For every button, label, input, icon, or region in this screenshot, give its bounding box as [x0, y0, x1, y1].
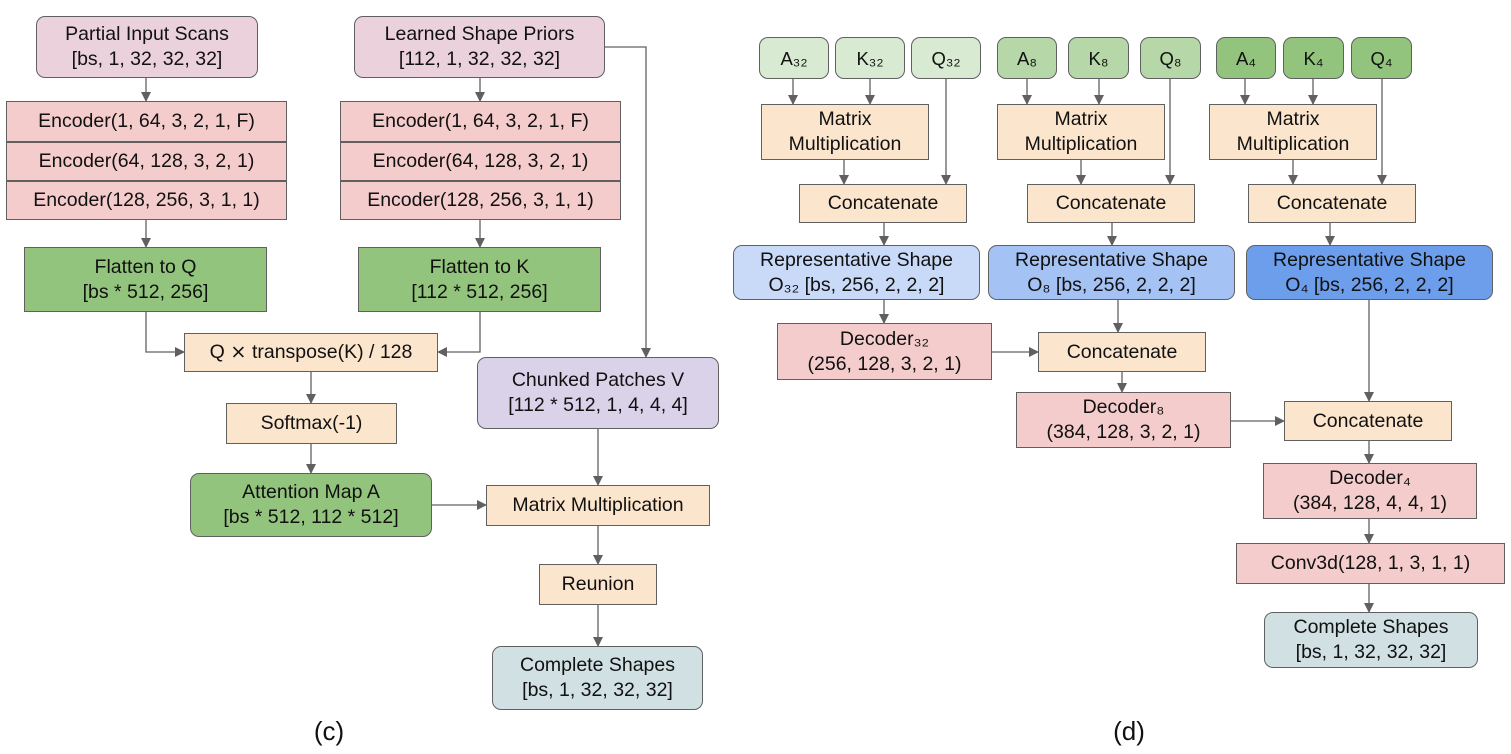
rep-shape-4-shape: O₄ [bs, 256, 2, 2, 2] [1285, 273, 1454, 296]
partial-input-scans-box: Partial Input Scans [bs, 1, 32, 32, 32] [36, 16, 258, 78]
complete-shapes-d-title: Complete Shapes [1293, 616, 1449, 638]
matmul-8-box: Matrix Multiplication [997, 104, 1165, 160]
decoder-32-title: Decoder₃₂ [839, 327, 930, 350]
rep-shape-8-title: Representative Shape [1015, 248, 1208, 271]
concat-mid-box: Concatenate [1038, 332, 1206, 372]
concat-4-box: Concatenate [1248, 184, 1416, 223]
decoder-8-title: Decoder₈ [1082, 396, 1165, 418]
complete-shapes-d-box: Complete Shapes [bs, 1, 32, 32, 32] [1264, 612, 1478, 668]
partial-input-title: Partial Input Scans [65, 23, 229, 45]
decoder-4-box: Decoder₄ (384, 128, 4, 4, 1) [1263, 463, 1477, 519]
rep-shape-32-title: Representative Shape [760, 248, 953, 271]
concat-32-box: Concatenate [799, 184, 967, 223]
complete-shapes-c-shape: [bs, 1, 32, 32, 32] [522, 679, 673, 701]
encoder-k-layer-2: Encoder(64, 128, 3, 2, 1) [340, 142, 621, 181]
complete-shapes-d-shape: [bs, 1, 32, 32, 32] [1295, 641, 1447, 663]
matrix-multiplication-box: Matrix Multiplication [486, 485, 710, 526]
reunion-box: Reunion [539, 564, 657, 605]
complete-shapes-c-title: Complete Shapes [519, 654, 675, 676]
flatten-k-shape: [112 * 512, 256] [411, 280, 548, 303]
matmul-4-box: Matrix Multiplication [1209, 104, 1377, 160]
encoder-q-layer-1: Encoder(1, 64, 3, 2, 1, F) [6, 101, 287, 142]
rep-shape-4-box: Representative Shape O₄ [bs, 256, 2, 2, … [1246, 245, 1493, 300]
rep-shape-32-shape: O₃₂ [bs, 256, 2, 2, 2] [768, 273, 945, 296]
input-q4: Q₄ [1351, 37, 1412, 79]
decoder-32-params: (256, 128, 3, 2, 1) [807, 352, 962, 375]
flatten-k-title: Flatten to K [429, 255, 530, 278]
concat-low-box: Concatenate [1284, 401, 1452, 441]
chunked-patches-title: Chunked Patches V [511, 369, 685, 391]
input-q8: Q₈ [1140, 37, 1201, 79]
rep-shape-8-box: Representative Shape O₈ [bs, 256, 2, 2, … [988, 245, 1235, 300]
matmul-8-line1: Matrix [1054, 108, 1108, 130]
input-q32: Q₃₂ [911, 37, 981, 79]
conv3d-box: Conv3d(128, 1, 3, 1, 1) [1236, 543, 1505, 584]
input-a32: A₃₂ [759, 37, 829, 79]
arrow-flatten-k-to-qk [437, 312, 481, 357]
encoder-q-layer-3: Encoder(128, 256, 3, 1, 1) [6, 181, 287, 220]
matmul-32-box: Matrix Multiplication [761, 104, 929, 160]
input-a4: A₄ [1216, 37, 1276, 79]
decoder-4-params: (384, 128, 4, 4, 1) [1293, 492, 1447, 514]
shape-priors-shape: [112, 1, 32, 32, 32] [398, 48, 561, 70]
chunked-patches-box: Chunked Patches V [112 * 512, 1, 4, 4, 4… [477, 357, 719, 429]
input-k4: K₄ [1283, 37, 1344, 79]
encoder-k-layer-3: Encoder(128, 256, 3, 1, 1) [340, 181, 621, 220]
encoder-k-layer-1: Encoder(1, 64, 3, 2, 1, F) [340, 101, 621, 142]
decoder-32-box: Decoder₃₂ (256, 128, 3, 2, 1) [777, 323, 992, 380]
flatten-q-title: Flatten to Q [94, 255, 197, 278]
input-k8: K₈ [1068, 37, 1129, 79]
complete-shapes-c-box: Complete Shapes [bs, 1, 32, 32, 32] [492, 646, 703, 710]
matmul-32-line1: Matrix [818, 108, 872, 130]
decoder-8-box: Decoder₈ (384, 128, 3, 2, 1) [1016, 392, 1231, 448]
chunked-patches-shape: [112 * 512, 1, 4, 4, 4] [508, 394, 688, 416]
caption-d: (d) [1113, 716, 1145, 746]
shape-priors-title: Learned Shape Priors [384, 23, 575, 45]
flatten-k-box: Flatten to K [112 * 512, 256] [358, 247, 601, 312]
rep-shape-4-title: Representative Shape [1273, 248, 1466, 271]
attention-map-box: Attention Map A [bs * 512, 112 * 512] [190, 473, 432, 537]
decoder-4-title: Decoder₄ [1329, 467, 1411, 489]
input-k32: K₃₂ [835, 37, 905, 79]
matmul-4-line1: Matrix [1266, 108, 1320, 130]
learned-shape-priors-box: Learned Shape Priors [112, 1, 32, 32, 32… [354, 16, 605, 78]
attention-map-title: Attention Map A [242, 481, 380, 503]
rep-shape-8-shape: O₈ [bs, 256, 2, 2, 2] [1027, 273, 1196, 296]
rep-shape-32-box: Representative Shape O₃₂ [bs, 256, 2, 2,… [733, 245, 980, 300]
matmul-4-line2: Multiplication [1236, 133, 1350, 155]
concat-8-box: Concatenate [1027, 184, 1195, 223]
caption-c: (c) [313, 716, 345, 746]
flatten-q-shape: [bs * 512, 256] [82, 280, 209, 303]
input-a8: A₈ [997, 37, 1057, 79]
flatten-q-box: Flatten to Q [bs * 512, 256] [24, 247, 267, 312]
encoder-q-layer-2: Encoder(64, 128, 3, 2, 1) [6, 142, 287, 181]
matmul-32-line2: Multiplication [788, 133, 902, 155]
attention-map-shape: [bs * 512, 112 * 512] [223, 506, 399, 528]
partial-input-shape: [bs, 1, 32, 32, 32] [71, 48, 223, 70]
arrow-flatten-q-to-qk [145, 312, 185, 357]
decoder-8-params: (384, 128, 3, 2, 1) [1046, 421, 1201, 443]
softmax-box: Softmax(-1) [226, 403, 397, 444]
qk-product-box: Q ⨯ transpose(K) / 128 [184, 333, 438, 372]
matmul-8-line2: Multiplication [1024, 133, 1138, 155]
